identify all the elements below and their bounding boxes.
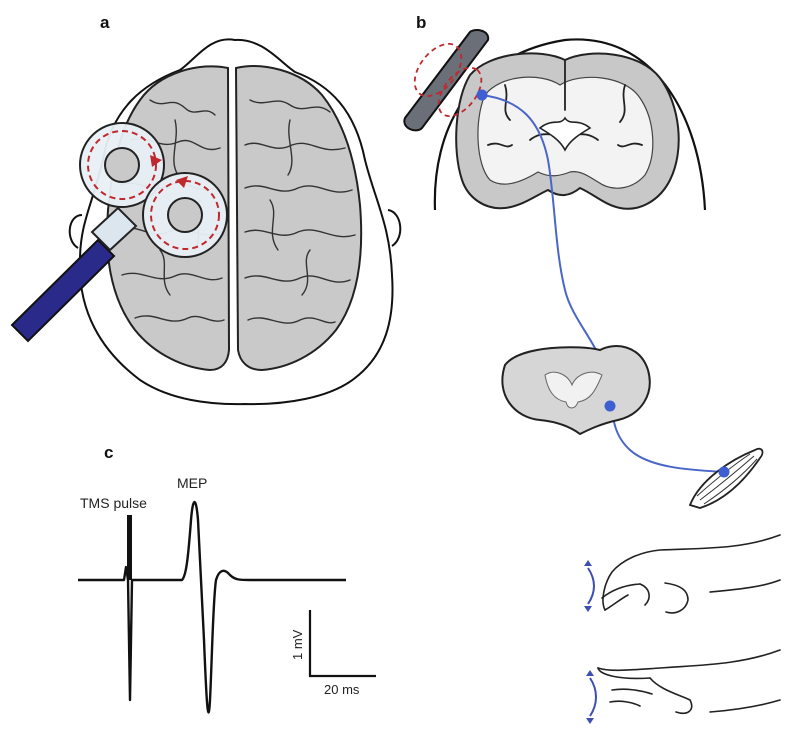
hand-extended — [602, 535, 780, 613]
lower-motor-neuron — [605, 401, 616, 412]
movement-arrow-lower — [590, 678, 596, 716]
hand-flexed — [598, 650, 780, 713]
panel-a-label: a — [100, 13, 110, 32]
movement-arrow-upper — [588, 568, 594, 604]
coil-hole-left — [105, 148, 139, 182]
scale-y-label: 1 mV — [290, 629, 305, 660]
emg-trace — [78, 502, 346, 712]
movement-arrowheads-upper — [584, 560, 592, 612]
mep-label: MEP — [177, 475, 207, 491]
coil-hole-right — [168, 198, 202, 232]
neuromuscular-junction — [719, 467, 730, 478]
panel-c: c TMS pulse MEP 1 mV 20 ms — [78, 443, 376, 712]
panel-a: a — [12, 13, 400, 404]
upper-motor-neuron — [477, 90, 488, 101]
tms-pulse-marker — [127, 515, 132, 580]
tms-pulse-label: TMS pulse — [80, 495, 147, 511]
panel-b: b — [404, 13, 780, 724]
panel-c-label: c — [104, 443, 113, 462]
panel-b-label: b — [416, 13, 426, 32]
right-ear — [388, 210, 400, 246]
scale-bar — [310, 610, 376, 676]
scale-x-label: 20 ms — [324, 682, 360, 697]
